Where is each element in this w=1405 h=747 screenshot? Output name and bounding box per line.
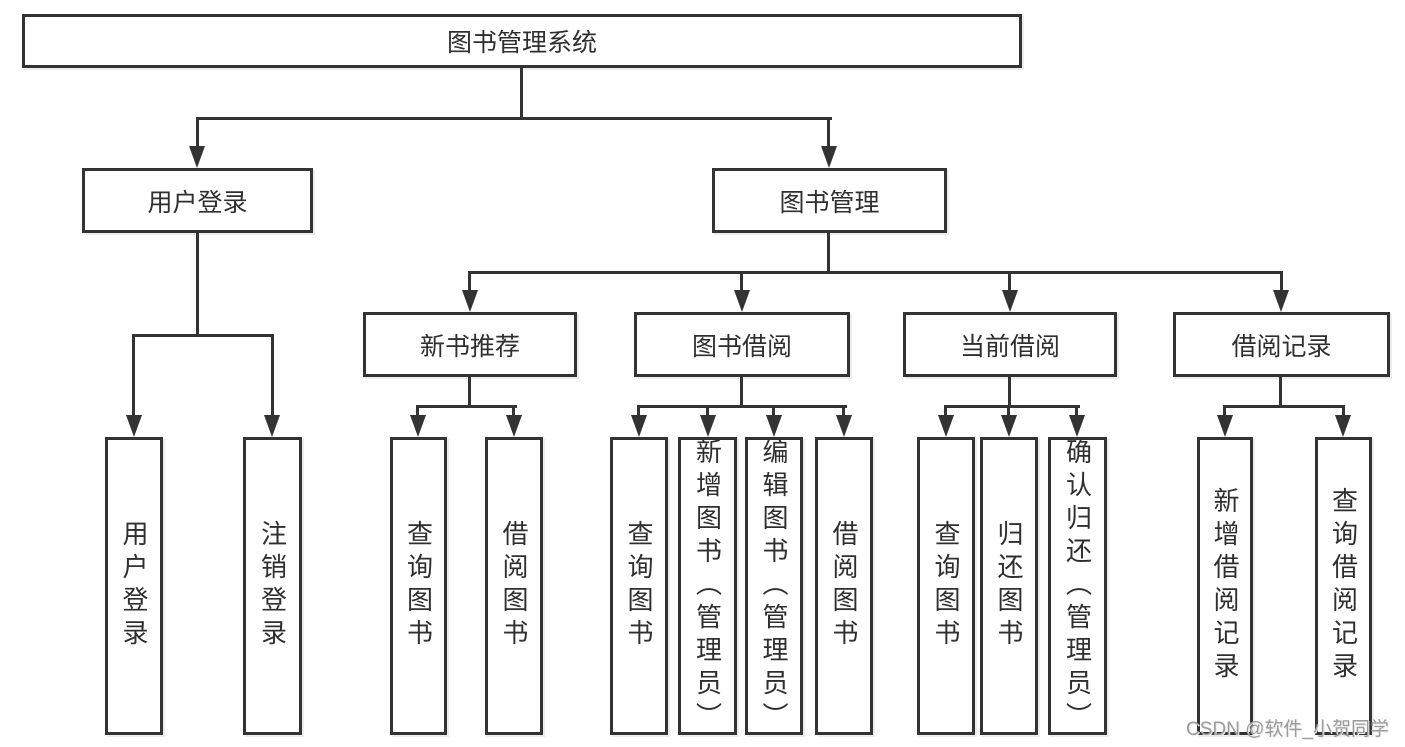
node-label: 新增图书（管理员）: [692, 437, 723, 735]
leaf-edit-books-admin: 编辑图书（管理员）: [745, 437, 803, 735]
node-label: 编辑图书（管理员）: [759, 437, 789, 735]
connector-line: [944, 405, 947, 419]
leaf-query-borrow-record: 查询借阅记录: [1315, 437, 1372, 735]
node-label: 图书管理: [779, 188, 880, 217]
arrow-down: [1217, 415, 1233, 437]
connector-line: [196, 233, 199, 336]
node-label: 图书借阅: [691, 332, 792, 361]
arrow-down: [631, 415, 647, 437]
arrow-down: [126, 415, 142, 437]
arrow-down: [1335, 415, 1351, 437]
connector-line: [637, 405, 847, 408]
node-library-management-system: 图书管理系统: [22, 14, 1022, 68]
node-label: 借阅图书: [499, 520, 529, 652]
leaf-add-books-admin: 新增图书（管理员）: [678, 437, 737, 735]
connector-line: [827, 117, 830, 150]
leaf-query-books-borrowing: 查询图书: [610, 437, 668, 735]
arrow-down: [734, 290, 750, 312]
connector-line: [842, 405, 845, 419]
leaf-query-books-current: 查询图书: [917, 437, 975, 735]
node-label: 借阅图书: [829, 520, 859, 652]
leaf-borrow-books-borrowing: 借阅图书: [815, 437, 873, 735]
arrow-down: [766, 415, 782, 437]
arrow-down: [1069, 415, 1085, 437]
node-label: 新增借阅记录: [1210, 487, 1240, 685]
node-user-login: 用户登录: [82, 168, 313, 233]
node-label: 用户登录: [147, 188, 248, 217]
node-book-borrowing: 图书借阅: [634, 312, 850, 377]
connector-line: [1008, 377, 1011, 408]
node-borrowing-records: 借阅记录: [1173, 312, 1390, 377]
arrow-down: [938, 415, 954, 437]
connector-line: [1280, 271, 1283, 294]
node-label: 确认归还（管理员）: [1062, 437, 1093, 735]
connector-line: [271, 334, 274, 419]
arrow-down: [506, 415, 522, 437]
connector-line: [637, 405, 640, 419]
node-label: 图书管理系统: [446, 29, 597, 57]
node-label: 当前借阅: [959, 332, 1060, 361]
arrow-down: [821, 146, 837, 168]
arrow-down: [700, 415, 716, 437]
connector-line: [1008, 271, 1011, 294]
arrow-down: [1273, 290, 1289, 312]
connector-line: [416, 405, 517, 408]
connector-line: [132, 334, 135, 419]
connector-line: [1342, 405, 1345, 419]
connector-line: [468, 271, 1283, 274]
arrow-down: [189, 146, 205, 168]
connector-line: [1223, 405, 1226, 419]
connector-line: [468, 271, 471, 294]
connector-line: [1007, 405, 1010, 419]
connector-line: [740, 377, 743, 408]
connector-line: [827, 233, 830, 274]
connector-line: [1223, 405, 1345, 408]
arrow-down: [1002, 290, 1018, 312]
leaf-query-books-recommend: 查询图书: [390, 437, 447, 735]
leaf-confirm-return-admin: 确认归还（管理员）: [1048, 437, 1107, 735]
connector-line: [740, 271, 743, 294]
connector-line: [132, 334, 274, 337]
connector-line: [520, 68, 523, 120]
csdn-watermark: CSDN @软件_小贺同学: [1186, 719, 1389, 740]
node-label: 查询图书: [403, 520, 434, 652]
connector-line: [706, 405, 709, 419]
node-current-borrowing: 当前借阅: [903, 312, 1117, 377]
node-label: 借阅记录: [1231, 332, 1332, 361]
connector-line: [772, 405, 775, 419]
node-label: 归还图书: [994, 520, 1024, 652]
node-new-book-recommendation: 新书推荐: [363, 312, 577, 377]
node-label: 查询图书: [624, 520, 654, 652]
leaf-add-borrow-record: 新增借阅记录: [1197, 437, 1253, 735]
leaf-return-books: 归还图书: [980, 437, 1038, 735]
connector-line: [196, 117, 832, 120]
node-label: 用户登录: [119, 520, 149, 652]
connector-line: [468, 377, 471, 408]
connector-line: [196, 117, 199, 150]
connector-line: [416, 405, 419, 419]
arrow-down: [410, 415, 426, 437]
leaf-borrow-books-recommend: 借阅图书: [485, 437, 543, 735]
connector-line: [944, 405, 1080, 408]
arrow-down: [836, 415, 852, 437]
node-label: 查询借阅记录: [1328, 487, 1359, 685]
leaf-logout-login: 注销登录: [243, 437, 302, 735]
node-label: 注销登录: [257, 520, 288, 652]
connector-line: [1279, 377, 1282, 408]
arrow-down: [462, 290, 478, 312]
node-label: 查询图书: [931, 520, 961, 652]
connector-line: [1075, 405, 1078, 419]
arrow-down: [1001, 415, 1017, 437]
connector-line: [512, 405, 515, 419]
node-book-management: 图书管理: [712, 168, 947, 233]
leaf-user-login: 用户登录: [105, 437, 163, 735]
arrow-down: [264, 415, 280, 437]
node-label: 新书推荐: [419, 332, 520, 361]
